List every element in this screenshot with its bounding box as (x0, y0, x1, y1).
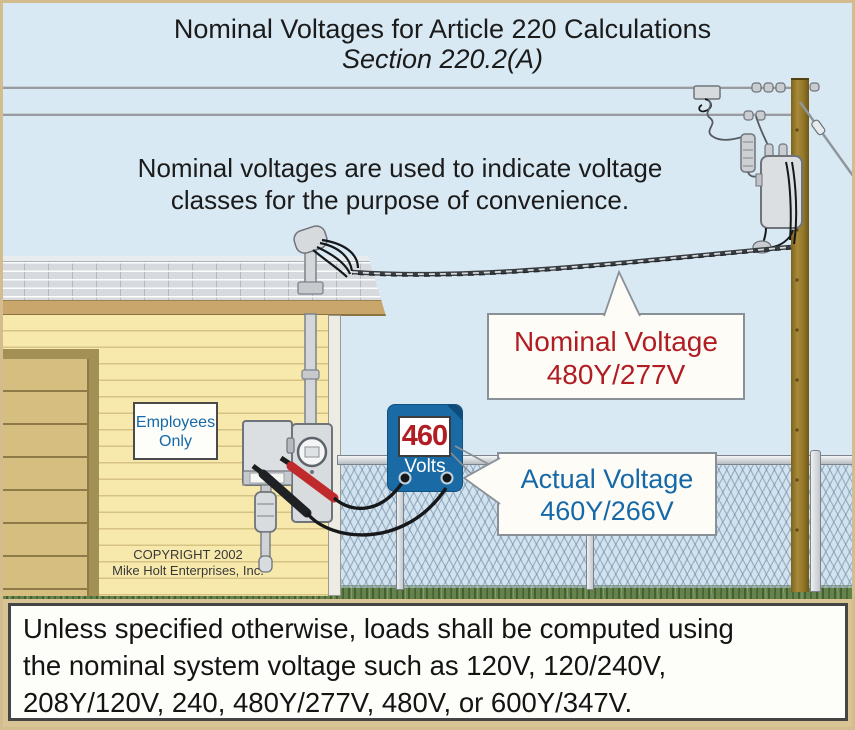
footer-line2: the nominal system voltage such as 120V,… (23, 650, 667, 681)
roof-edge (0, 256, 386, 262)
employees-only-sign: Employees Only (133, 402, 218, 460)
fascia (0, 300, 386, 316)
subtitle: Nominal voltages are used to indicate vo… (0, 152, 800, 216)
copyright-line1: COPYRIGHT 2002 (133, 547, 243, 562)
roof-shingles (0, 262, 386, 300)
utility-pole (791, 78, 809, 592)
actual-voltage-value: 460Y/266V (540, 496, 674, 526)
actual-voltage-title: Actual Voltage (520, 464, 694, 494)
service-drop-cable (351, 244, 792, 277)
sign-line2: Only (159, 433, 192, 450)
nominal-voltage-callout: Nominal Voltage 480Y/277V (487, 313, 745, 400)
copyright-line2: Mike Holt Enterprises, Inc. (112, 563, 264, 578)
nominal-voltage-title: Nominal Voltage (514, 326, 718, 357)
footer-line3: 208Y/120V, 240, 480Y/277V, 480V, or 600Y… (23, 687, 633, 718)
actual-voltage-callout: Actual Voltage 460Y/266V (497, 452, 717, 536)
voltmeter-unit-label: Volts (404, 456, 446, 477)
roof (0, 256, 386, 316)
voltmeter: 460 Volts (387, 404, 463, 492)
title-line2: Section 220.2(A) (341, 44, 544, 74)
footer-note: Unless specified otherwise, loads shall … (8, 603, 848, 721)
power-line-top (3, 86, 793, 89)
garage-door (0, 359, 89, 596)
nominal-voltage-value: 480Y/277V (546, 359, 686, 390)
subtitle-line2: classes for the purpose of convenience. (170, 185, 630, 215)
sign-line1: Employees (135, 414, 216, 431)
fused-cutout (693, 85, 721, 113)
power-line-bottom (3, 113, 793, 116)
footer-line1: Unless specified otherwise, loads shall … (23, 613, 734, 644)
copyright-notice: COPYRIGHT 2002 Mike Holt Enterprises, In… (83, 547, 293, 579)
title-line1: Nominal Voltages for Article 220 Calcula… (173, 14, 712, 44)
nominal-callout-tail (603, 269, 641, 317)
page-title: Nominal Voltages for Article 220 Calcula… (30, 14, 855, 74)
voltmeter-display: 460 (398, 416, 451, 457)
fence-corner-post (810, 450, 821, 592)
subtitle-line1: Nominal voltages are used to indicate vo… (137, 153, 663, 183)
